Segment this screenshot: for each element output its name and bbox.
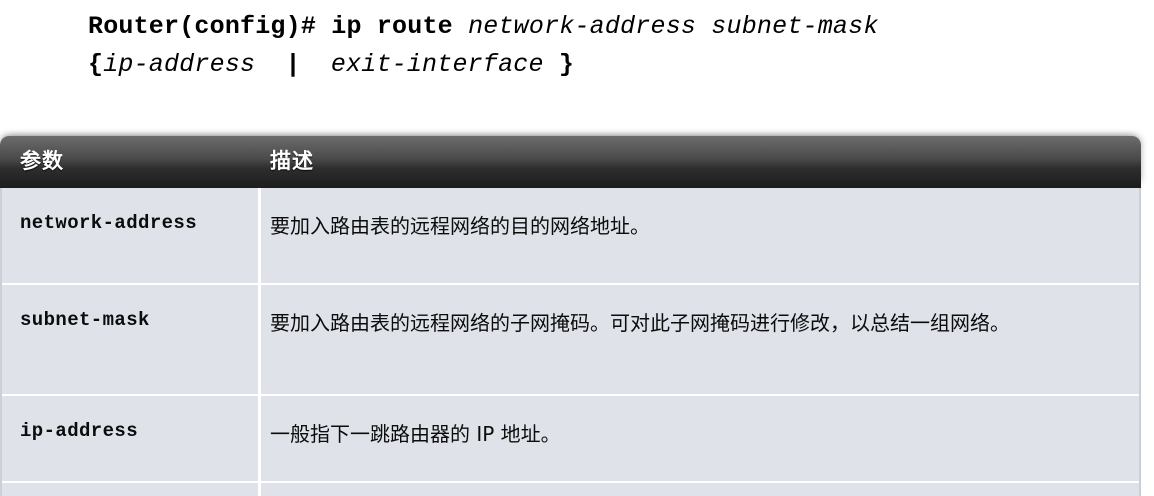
syntax-line2-open-brace: { (88, 50, 104, 79)
parameter-table-body: network-address 要加入路由表的远程网络的目的网络地址。 subn… (0, 188, 1141, 496)
cell-parameter-description: 要加入路由表的远程网络的目的网络地址。 (270, 214, 650, 238)
column-header-description: 描述 (270, 149, 314, 173)
column-header-parameter: 参数 (20, 149, 64, 173)
table-row (2, 483, 1139, 496)
cell-parameter-name: ip-address (20, 420, 139, 442)
syntax-line2-ip-address: ip-address (103, 50, 271, 79)
table-row: ip-address 一般指下一跳路由器的 IP 地址。 (2, 396, 1139, 483)
cell-parameter-description: 一般指下一跳路由器的 IP 地址。 (270, 422, 561, 446)
table-header-bar: 参数 描述 (0, 136, 1141, 188)
table-row: network-address 要加入路由表的远程网络的目的网络地址。 (2, 188, 1139, 285)
syntax-line1-keyword: Router(config)# ip route (88, 12, 469, 41)
syntax-line2-exit-interface: exit-interface (330, 50, 559, 79)
cell-parameter-name: network-address (20, 212, 198, 234)
column-divider (258, 188, 261, 496)
cell-parameter-name: subnet-mask (20, 309, 150, 331)
table-row: subnet-mask 要加入路由表的远程网络的子网掩码。可对此子网掩码进行修改… (2, 285, 1139, 396)
cell-parameter-description: 要加入路由表的远程网络的子网掩码。可对此子网掩码进行修改，以总结一组网络。 (270, 311, 1010, 335)
command-syntax-block: Router(config)# ip route network-address… (88, 8, 1128, 84)
syntax-line2-pipe: | (285, 50, 316, 79)
syntax-line1-variables: network-address subnet-mask (468, 12, 879, 41)
syntax-line-2: {ip-address | exit-interface } (88, 46, 1128, 84)
syntax-line-1: Router(config)# ip route network-address… (88, 8, 1128, 46)
syntax-line2-close-brace: } (558, 50, 575, 79)
